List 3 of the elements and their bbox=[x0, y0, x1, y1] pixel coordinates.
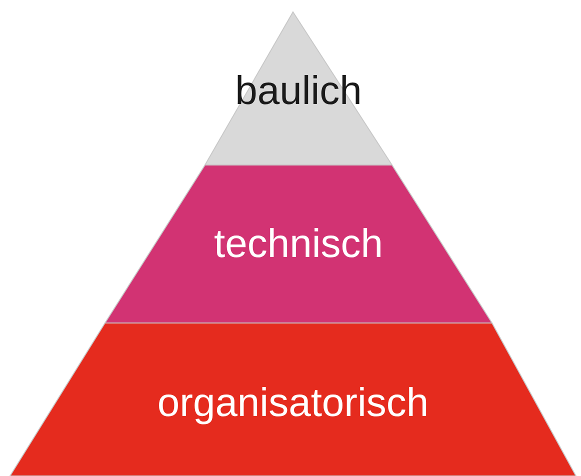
tier-label: baulich bbox=[235, 68, 362, 114]
tier-label: organisatorisch bbox=[157, 380, 429, 426]
tier-label: technisch bbox=[214, 221, 383, 267]
